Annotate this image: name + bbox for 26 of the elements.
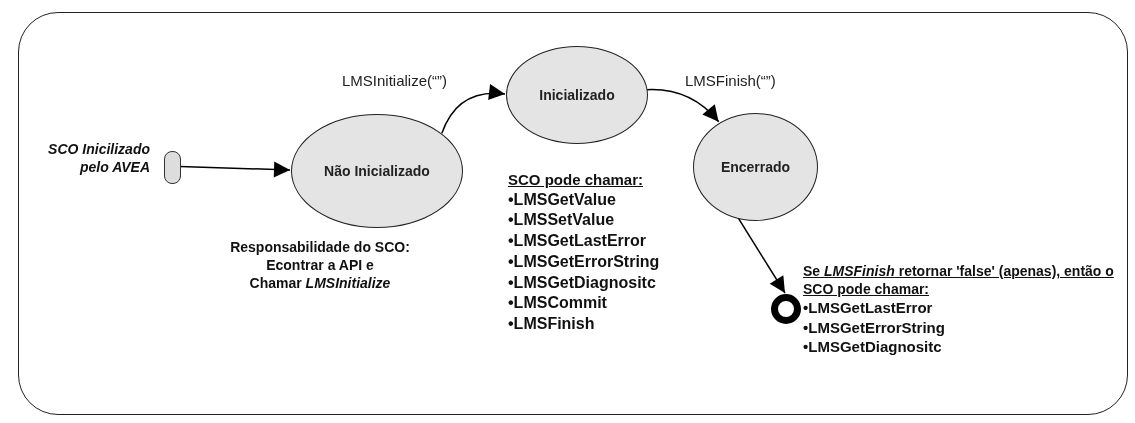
start-label: SCO Inicilizado pelo AVEA <box>47 140 150 177</box>
edge-label: LMSInitialize(“”) <box>340 72 449 89</box>
state-ellipse: Inicializado <box>506 46 648 144</box>
list-item: •LMSGetErrorString <box>803 317 946 338</box>
list-item: •LMSFinish <box>508 314 596 335</box>
state-ellipse: Encerrado <box>693 113 818 221</box>
arrow <box>179 161 291 178</box>
list-heading: SCO pode chamar: <box>508 170 645 190</box>
edge-label: LMSFinish(“”) <box>683 72 778 89</box>
list-item: •LMSGetErrorString <box>508 251 661 272</box>
list-item: •LMSGetValue <box>508 189 617 210</box>
arrow <box>441 84 506 135</box>
list-item: •LMSGetLastError <box>508 231 648 252</box>
list-item: •LMSGetDiagnositc <box>803 337 943 357</box>
final-state-circle <box>771 294 801 324</box>
state-ellipse: Não Inicializado <box>291 114 463 228</box>
list-item: •LMSSetValue <box>508 210 616 231</box>
initial-state-bar <box>164 151 181 184</box>
list-item: •LMSCommit <box>508 293 608 314</box>
note-heading: Responsabilidade do SCO: <box>229 238 411 257</box>
frame-box <box>18 12 1128 415</box>
list-item: •LMSGetDiagnositc <box>508 272 657 293</box>
list-heading: Se LMSFinish retornar 'false' (apenas), então o SCO pode chamar: <box>803 262 1115 299</box>
note-text: Econtrar a API e Chamar LMSInitialize <box>248 256 392 293</box>
arrow <box>646 88 720 123</box>
list-item: •LMSGetLastError <box>803 298 934 318</box>
